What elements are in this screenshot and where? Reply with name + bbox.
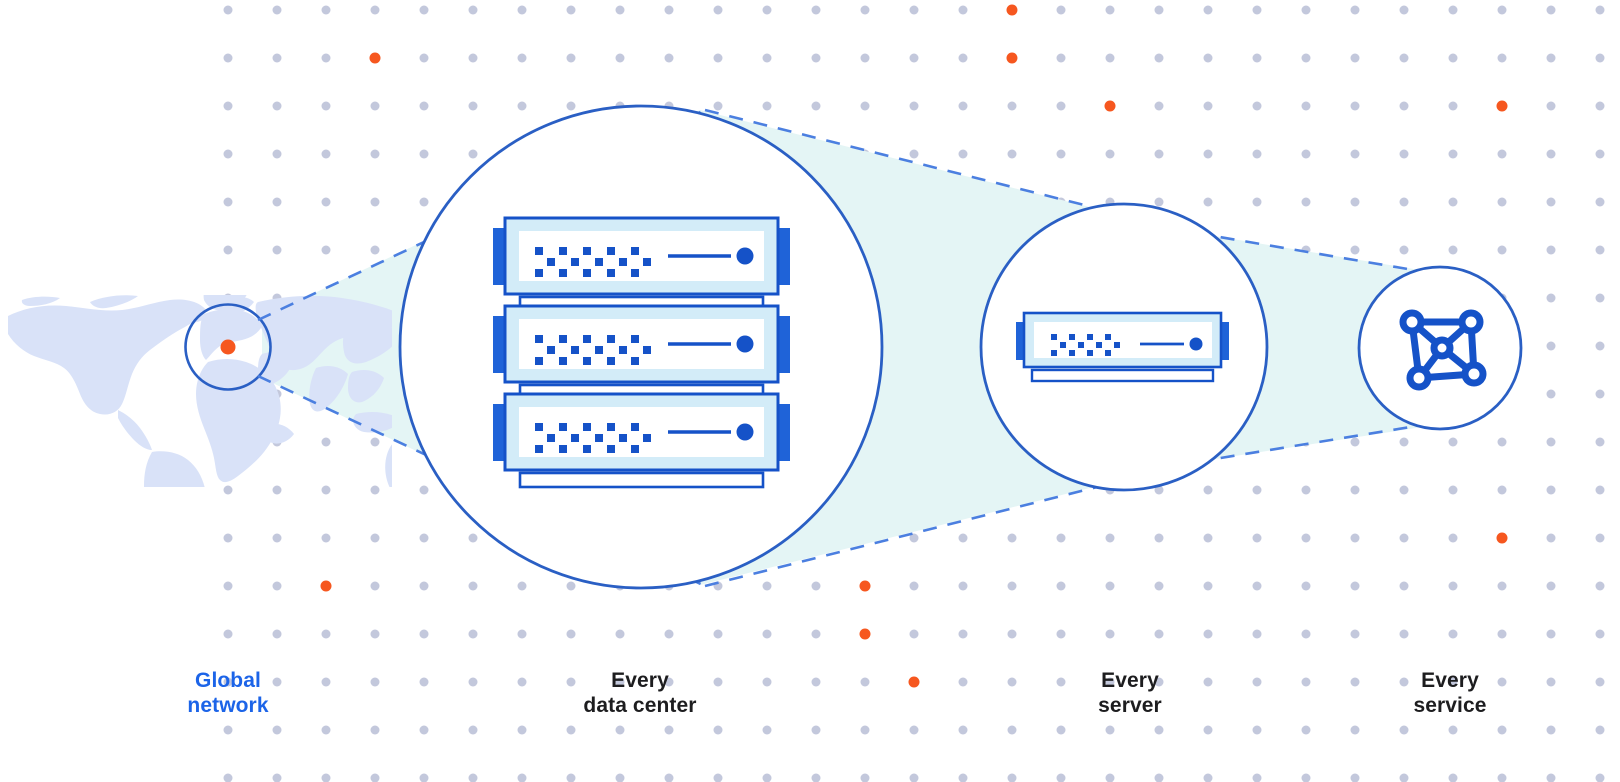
network-node-bottom-left <box>1406 365 1432 391</box>
world-map-icon <box>8 295 392 487</box>
network-node-top-left <box>1399 309 1425 335</box>
rack-unit-2 <box>493 304 790 384</box>
dash-bottom-2 <box>704 460 1197 588</box>
network-node-center <box>1430 336 1454 360</box>
rack-unit-3 <box>493 392 790 472</box>
single-server-leds <box>1051 334 1120 356</box>
stage-label-every-service: Every service <box>1413 669 1487 717</box>
dash-top-2 <box>704 108 1197 235</box>
single-server-icon <box>1016 311 1229 383</box>
server-rack-icon <box>493 216 790 489</box>
region-marker-dot <box>220 339 236 355</box>
rack-unit-1 <box>493 216 790 296</box>
stage-label-every-data-center: Every data center <box>583 669 697 717</box>
network-node-top-right <box>1458 309 1484 335</box>
single-server-base <box>1030 368 1215 383</box>
network-nodes-icon <box>1399 309 1487 391</box>
stage-label-global-network: Global network <box>187 669 269 717</box>
rack-base <box>518 471 765 489</box>
rack-unit-1-leds <box>535 247 651 277</box>
stage-label-every-server: Every server <box>1098 669 1162 717</box>
network-node-bottom-right <box>1461 361 1487 387</box>
